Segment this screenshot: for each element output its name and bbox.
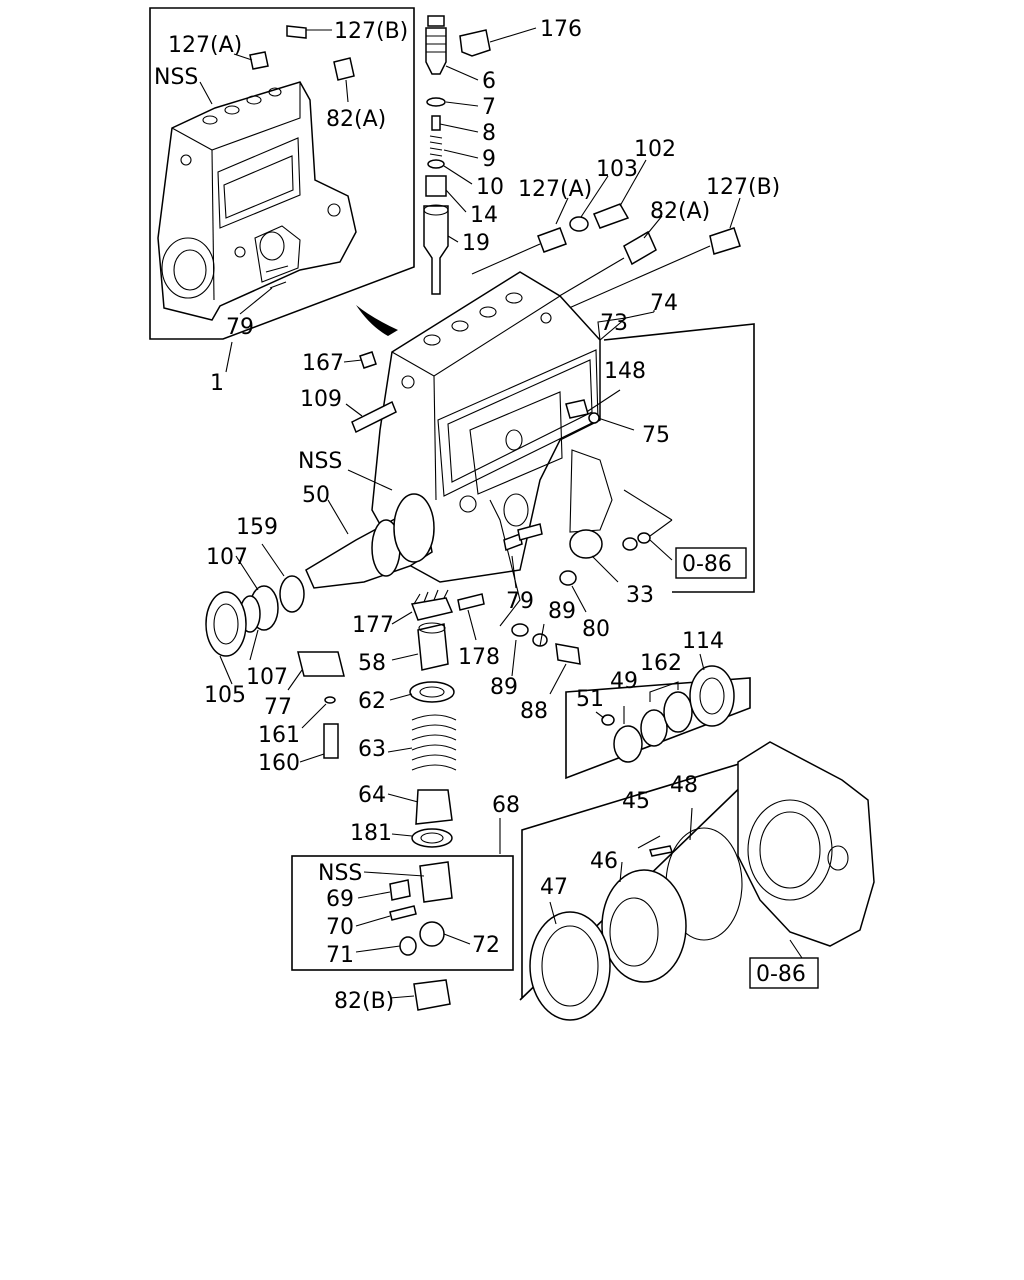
label-105: 105 <box>204 683 246 708</box>
inset-housing-view <box>149 7 415 373</box>
label-71: 71 <box>326 943 354 968</box>
label-178: 178 <box>458 645 500 670</box>
label-89-top: 89 <box>548 599 576 624</box>
label-63: 63 <box>358 737 386 762</box>
label-103: 103 <box>596 157 638 182</box>
label-82b: 82(B) <box>334 989 394 1014</box>
label-148: 148 <box>604 359 646 384</box>
delivery-valve-stack <box>423 15 537 295</box>
label-19: 19 <box>462 231 490 256</box>
label-64: 64 <box>358 783 386 808</box>
main-leaders <box>327 310 655 535</box>
label-177: 177 <box>352 613 394 638</box>
label-10: 10 <box>476 175 504 200</box>
label-49: 49 <box>610 669 638 694</box>
label-45: 45 <box>622 789 650 814</box>
label-nss-box: NSS <box>318 861 362 886</box>
label-8: 8 <box>482 121 496 146</box>
plug-82b <box>413 979 451 1011</box>
label-nss-inset: NSS <box>154 65 198 90</box>
label-159: 159 <box>236 515 278 540</box>
ref-box-0-86-a <box>675 547 747 579</box>
label-127a: 127(A) <box>518 177 592 202</box>
drive-shaft-assembly <box>205 493 435 685</box>
governor-stack <box>287 589 501 854</box>
label-75: 75 <box>642 423 670 448</box>
label-58: 58 <box>358 651 386 676</box>
label-68: 68 <box>492 793 520 818</box>
label-33: 33 <box>626 583 654 608</box>
inset-bolt-127a <box>249 51 269 70</box>
label-107-bottom: 107 <box>246 665 288 690</box>
label-127a-inset: 127(A) <box>168 33 242 58</box>
label-nss-main: NSS <box>298 449 342 474</box>
label-107-top: 107 <box>206 545 248 570</box>
label-0-86-b: 0-86 <box>756 962 806 987</box>
label-69: 69 <box>326 887 354 912</box>
label-167: 167 <box>302 351 344 376</box>
view-arrow <box>356 305 398 336</box>
inset-pump-housing <box>157 81 357 321</box>
label-80: 80 <box>582 617 610 642</box>
label-72: 72 <box>472 933 500 958</box>
label-181: 181 <box>350 821 392 846</box>
inset-plug-82a <box>333 57 355 81</box>
label-127b-inset: 127(B) <box>334 19 408 44</box>
label-74: 74 <box>650 291 678 316</box>
label-102: 102 <box>634 137 676 162</box>
bearing-group <box>565 653 751 780</box>
label-46: 46 <box>590 849 618 874</box>
label-73: 73 <box>600 311 628 336</box>
label-62: 62 <box>358 689 386 714</box>
label-6: 6 <box>482 69 496 94</box>
label-48: 48 <box>670 773 698 798</box>
label-1: 1 <box>210 371 224 396</box>
label-127b: 127(B) <box>706 175 780 200</box>
label-9: 9 <box>482 147 496 172</box>
center-right-small-parts <box>489 489 673 695</box>
label-14: 14 <box>470 203 498 228</box>
label-82a: 82(A) <box>650 199 710 224</box>
label-0-86-a: 0-86 <box>682 552 732 577</box>
upper-right-fittings <box>471 159 741 313</box>
inset-bolt-127b <box>286 25 307 39</box>
label-50: 50 <box>302 483 330 508</box>
label-70: 70 <box>326 915 354 940</box>
label-160: 160 <box>258 751 300 776</box>
label-89-bottom: 89 <box>490 675 518 700</box>
label-109: 109 <box>300 387 342 412</box>
clip-176 <box>459 29 491 57</box>
callout-labels: 176 6 7 8 9 10 14 19 127(B) 127(A) NSS 8… <box>154 17 806 1014</box>
label-79-main: 79 <box>506 589 534 614</box>
ref-box-0-86-b <box>749 957 819 989</box>
label-82a-inset: 82(A) <box>326 107 386 132</box>
label-7: 7 <box>482 95 496 120</box>
label-88: 88 <box>520 699 548 724</box>
label-162: 162 <box>640 651 682 676</box>
label-114: 114 <box>682 629 724 654</box>
label-161: 161 <box>258 723 300 748</box>
label-176: 176 <box>540 17 582 42</box>
label-47: 47 <box>540 875 568 900</box>
label-51: 51 <box>576 687 604 712</box>
box-68 <box>291 855 514 971</box>
label-77: 77 <box>264 695 292 720</box>
right-frame <box>603 323 755 593</box>
cover-group <box>519 741 875 1021</box>
label-79-inset: 79 <box>226 315 254 340</box>
